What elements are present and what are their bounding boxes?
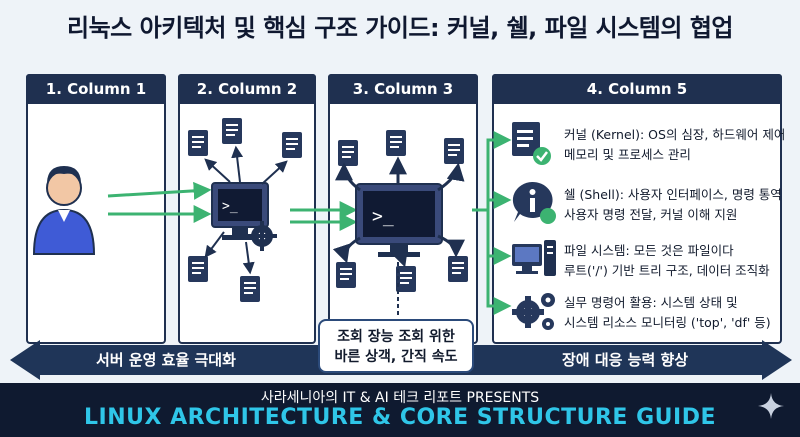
computer-tower-icon (512, 240, 556, 276)
feature-shell: 쉘 (Shell): 사용자 인터페이스, 명령 통역 사용자 명령 전달, 커… (512, 182, 782, 230)
column-3-header: 3. Column 3 (328, 74, 478, 104)
feature-kernel: 커널 (Kernel): OS의 심장, 하드웨어 제어 메모리 및 프로세스 … (512, 122, 786, 170)
feature-title: 커널 (Kernel): OS의 심장, 하드웨어 제어 (564, 127, 786, 142)
band-right-label: 장애 대응 능력 향상 (562, 351, 689, 369)
callout-box: 조회 장능 조회 위한 바른 상객, 간직 속도 (318, 319, 474, 373)
gear-icon (247, 221, 277, 251)
flow-arrow (204, 231, 225, 258)
shell-info-icon (512, 181, 556, 224)
feature-desc: 시스템 리소스 모니터링 ('top', 'df' 등) (564, 315, 771, 330)
flow-arrow (204, 158, 231, 183)
flow-arrow (332, 236, 361, 264)
feature-commands: 실무 명령어 활용: 시스템 상태 및 시스템 리소스 모니터링 ('top',… (512, 290, 782, 338)
feature-filesystem: 파일 시스템: 모든 것은 파일이다 루트('/') 기반 트리 구조, 데이터… (512, 238, 782, 286)
callout-line-1: 조회 장능 조회 위한 (337, 329, 455, 345)
document-icon (282, 132, 302, 158)
footer-bar (0, 383, 800, 437)
flow-arrow (231, 145, 244, 183)
feature-desc: 루트('/') 기반 트리 구조, 데이터 조직화 (564, 263, 770, 278)
document-icon (338, 140, 358, 166)
flow-arrow (242, 241, 255, 275)
flow-arrow (261, 160, 288, 185)
flow-arrow (437, 234, 465, 258)
page-title: 리눅스 아키텍처 및 핵심 구조 가이드: 커널, 쉘, 파일 시스템의 협업 (67, 14, 733, 42)
map-document-icon (448, 256, 468, 282)
column-1: 1. Column 1 (26, 74, 166, 344)
central-terminal-monitor-icon: >_ (355, 183, 443, 257)
flow-arrow (472, 131, 512, 212)
flow-arrow (486, 210, 512, 265)
terminal-prompt: >_ (372, 206, 394, 227)
feature-title: 쉘 (Shell): 사용자 인터페이스, 명령 통역 (564, 187, 782, 202)
document-icon (336, 262, 356, 288)
flow-arrow (437, 162, 465, 192)
user-person-icon (32, 166, 96, 255)
feature-desc: 메모리 및 프로세스 관리 (564, 147, 691, 162)
document-icon (222, 118, 242, 144)
terminal-monitor-icon: >_ (211, 182, 269, 240)
flow-arrow (335, 162, 361, 192)
flow-arrow (390, 247, 408, 268)
feature-desc: 사용자 명령 전달, 커널 이해 지원 (564, 207, 738, 222)
column-1-header: 1. Column 1 (26, 74, 166, 104)
document-icon (240, 276, 260, 302)
kernel-doc-check-icon (512, 122, 551, 165)
feature-title: 실무 명령어 활용: 시스템 상태 및 (564, 295, 738, 310)
document-icon (188, 256, 208, 282)
terminal-prompt: >_ (222, 199, 238, 214)
document-icon (444, 138, 464, 164)
band-left-label: 서버 운영 효율 극대화 (96, 351, 236, 369)
document-icon (188, 130, 208, 156)
footer-presenter: 사라세니아의 IT & AI 테크 리포트 PRESENTS (260, 390, 540, 406)
gears-icon (512, 293, 555, 330)
column-5-header: 4. Column 5 (492, 74, 782, 104)
sparkle-icon (758, 393, 784, 419)
document-icon (386, 130, 406, 156)
callout-line-2: 바른 상객, 간직 속도 (334, 349, 458, 365)
flow-arrow (107, 181, 212, 200)
column-2-header: 2. Column 2 (178, 74, 316, 104)
footer-headline: LINUX ARCHITECTURE & CORE STRUCTURE GUID… (83, 405, 716, 430)
flow-arrow (486, 250, 512, 315)
feature-title: 파일 시스템: 모든 것은 파일이다 (564, 243, 734, 258)
